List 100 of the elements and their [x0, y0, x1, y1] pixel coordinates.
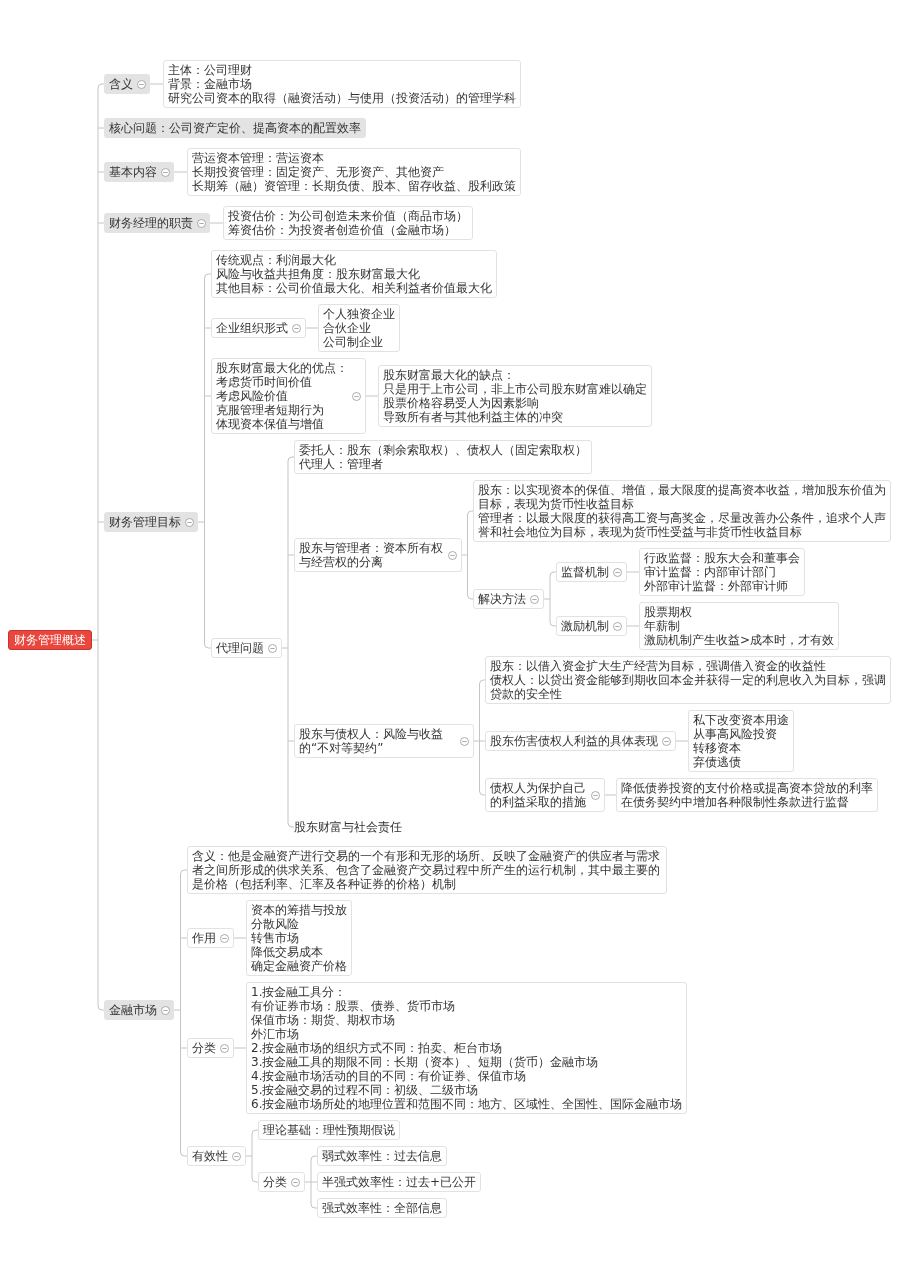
- topic-text: 债权人为保护自己的利益采取的措施: [490, 781, 586, 809]
- topic-text: 监督机制: [561, 565, 609, 579]
- topic-text: 股东伤害债权人利益的具体表现: [490, 734, 658, 748]
- connector-line: [467, 594, 474, 600]
- note-box: [187, 928, 234, 948]
- note-box: [318, 304, 400, 352]
- note-box: [246, 900, 352, 976]
- note-text: 投资估价：为公司创造未来价值（商品市场）: [228, 209, 468, 223]
- note-text: 私下改变资本用途: [693, 713, 789, 727]
- note-box: [294, 538, 462, 572]
- note-box: 含义：他是金融资产进行交易的一个有形和无形的场所、反映了金融资产的供应者与需求者之间所形成的供求关系、包含了金融资产交易过程中所产生的运行机制，其中最主要的是价格（包括利率、汇率及各种证券的价格）机制: [187, 846, 667, 894]
- connector-line: [197, 277, 205, 645]
- note-text: 降低交易成本: [251, 945, 324, 959]
- note-text: 管理者：以最大限度的获得高工资与高奖金，尽量改善办公条件，追求个人声誉和社会地位为目标，表现为货币性受益与非货币性收益目标: [478, 511, 886, 539]
- connector-line: [543, 575, 551, 623]
- note-text: 营运资本管理：营运资本: [192, 151, 325, 165]
- topic-text: 财务管理目标: [109, 515, 181, 529]
- note-text: 4.按金融市场活动的目的不同：有价证券、保值市场: [251, 1069, 528, 1083]
- connector-line: [304, 1159, 312, 1205]
- note-text: 股东财富最大化的优点：: [216, 361, 348, 375]
- topic-text: 解决方法: [478, 592, 526, 606]
- note-text: 公司制企业: [323, 335, 384, 349]
- note-box: [485, 656, 891, 704]
- connector-line: [310, 1155, 318, 1161]
- note-box: [258, 1172, 305, 1192]
- note-text: 只是用于上市公司，非上市公司股东财富难以确定: [383, 382, 647, 396]
- note-box: [616, 778, 878, 812]
- note-text: 考虑货币时间价值: [216, 375, 313, 389]
- note-text: 股票期权: [644, 605, 693, 619]
- note-box: [187, 148, 521, 196]
- connector-line: [91, 87, 99, 1007]
- connector-line: [287, 456, 295, 462]
- topic-box: [104, 512, 198, 532]
- note-text: 股东：以实现资本的保值、增值，最大限度的提高资本收益，增加股东价值为目标，表现为货币性收益目标: [478, 483, 886, 511]
- topic-text: 金融市场: [109, 1003, 157, 1017]
- topic-text: 有效性: [192, 1149, 228, 1163]
- note-box: [294, 440, 592, 474]
- connector-line: [549, 621, 557, 627]
- connector-line: [251, 1129, 259, 1135]
- note-text: 风险与收益共担角度：股东财富最大化: [216, 267, 421, 281]
- note-text: 个人独资企业: [323, 307, 395, 321]
- topic-text: 企业组织形式: [216, 321, 288, 335]
- note-text: 股票价格容易受人为因素影响: [383, 396, 540, 410]
- note-text: 转售市场: [251, 931, 300, 945]
- topic-text: 分类: [263, 1175, 287, 1189]
- note-text: 转移资本: [693, 741, 742, 755]
- note-text: 考虑风险价值: [216, 389, 289, 403]
- connector-line: [180, 869, 188, 875]
- note-text: 行政监督：股东大会和董事会: [644, 551, 800, 565]
- note-text: 克服管理者短期行为: [216, 403, 325, 417]
- topic-text: 激励机制: [561, 619, 609, 633]
- topic-text: 作用: [192, 931, 216, 945]
- note-box: 弱式效率性：过去信息: [317, 1146, 447, 1166]
- connector-line: [180, 1151, 188, 1157]
- note-text: 审计监督：内部审计部门: [644, 565, 777, 579]
- note-text: 5.按金融交易的过程不同：初级、二级市场: [251, 1083, 480, 1097]
- note-box: [187, 1038, 234, 1058]
- note-text: 股东财富最大化的缺点：: [383, 368, 516, 382]
- connector-line: [173, 873, 181, 1153]
- connector-line: [310, 1203, 318, 1209]
- note-box: [485, 731, 676, 751]
- note-text: 筹资估价：为投资者创造价值（金融市场）: [228, 223, 457, 237]
- note-text: 降低债券投资的支付价格或提高资本贷放的利率: [621, 781, 873, 795]
- note-text: 导致所有者与其他利益主体的冲突: [383, 410, 564, 424]
- note-text: 背景：金融市场: [168, 77, 253, 91]
- note-text: 弃债逃债: [693, 755, 742, 769]
- note-box: [556, 616, 627, 636]
- note-box: [639, 602, 840, 650]
- note-text: 确定金融资产价格: [251, 959, 347, 973]
- note-box: [211, 250, 497, 298]
- note-text: 债权人：以贷出资金能够到期收回本金并获得一定的利息收入为目标，强调贷款的安全性: [490, 673, 886, 701]
- note-text: 2.按金融市场的组织方式不同：拍卖、柜台市场: [251, 1041, 504, 1055]
- connector-line: [479, 790, 486, 796]
- note-box: [485, 778, 605, 812]
- topic-label: 股东财富与社会责任: [294, 818, 402, 836]
- note-box: 半强式效率性：过去+已公开: [317, 1172, 482, 1192]
- connector-line: [97, 1005, 105, 1011]
- note-text: 其他目标：公司价值最大化、相关利益者价值最大化: [216, 281, 492, 295]
- connector-line: [204, 273, 212, 279]
- note-text: 传统观点：利润最大化: [216, 253, 337, 267]
- topic-text: 财务经理的职责: [109, 216, 193, 230]
- note-box: 理论基础：理性预期假说: [258, 1120, 400, 1140]
- topic-text: 代理问题: [216, 641, 264, 655]
- connector-line: [473, 683, 480, 792]
- connector-line: [467, 510, 474, 516]
- topic-text: 分类: [192, 1041, 216, 1055]
- topic-box: [104, 162, 174, 182]
- note-text: 外汇市场: [251, 1027, 300, 1041]
- note-text: 分散风险: [251, 917, 300, 931]
- connector-line: [245, 1133, 253, 1179]
- note-text: 外部审计监督：外部审计师: [644, 579, 789, 593]
- note-text: 研究公司资本的取得（融资活动）与使用（投资活动）的管理学科: [168, 91, 516, 105]
- topic-box: [104, 1000, 174, 1020]
- note-text: 从事高风险投资: [693, 727, 778, 741]
- topic-text: 基本内容: [109, 165, 157, 179]
- note-box: [223, 206, 473, 240]
- note-box: [378, 365, 652, 427]
- note-box: [211, 638, 282, 658]
- note-box: [246, 982, 688, 1114]
- note-text: 保值市场：期货、期权市场: [251, 1013, 396, 1027]
